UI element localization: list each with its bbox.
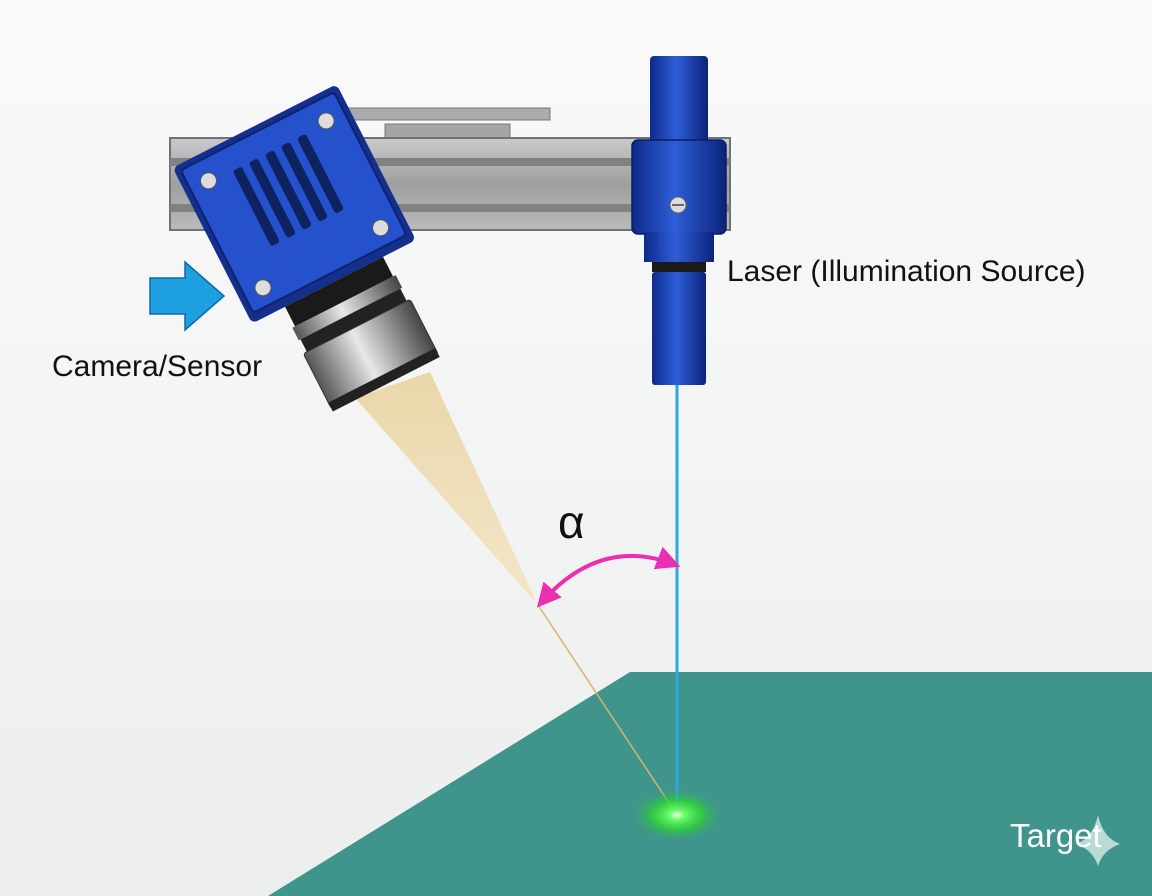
sparkle-icon	[1076, 815, 1120, 866]
target-label: Target	[1010, 817, 1102, 854]
angle-label: α	[558, 496, 585, 548]
camera-label: Camera/Sensor	[52, 350, 262, 383]
target-surface	[268, 672, 1152, 896]
camera-sensor	[174, 86, 440, 412]
laser-spot	[629, 787, 725, 843]
laser-module	[631, 56, 727, 385]
camera-field-of-view	[355, 372, 538, 605]
laser-label: Laser (Illumination Source)	[727, 255, 1086, 288]
arrow-right-icon	[149, 260, 226, 332]
angle-arc	[536, 546, 681, 608]
reflected-ray	[537, 604, 678, 816]
